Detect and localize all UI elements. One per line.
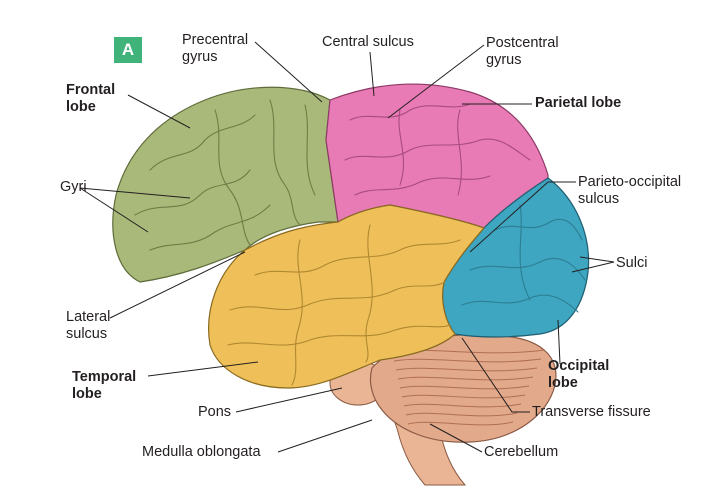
cerebellum-folia	[391, 349, 546, 426]
cerebellum-folium-line	[399, 385, 530, 390]
label-occipital-line1: Occipital	[548, 358, 610, 374]
leader-line	[277, 419, 373, 453]
gyrus-line	[461, 294, 579, 313]
cerebellum-folium-line	[405, 412, 518, 417]
gyrus-line	[254, 239, 461, 276]
leader-line	[235, 387, 343, 413]
leader-lines	[79, 41, 615, 453]
cerebellum-folium-line	[393, 358, 542, 363]
label-lateral-sulcus: Lateral sulcus	[66, 309, 110, 343]
label-lateral-line1: Lateral	[66, 309, 111, 325]
label-precentral-gyrus: Precentral gyrus	[182, 32, 248, 66]
leader-line	[127, 94, 191, 129]
label-temporal-line2: lobe	[72, 386, 102, 402]
leader-line	[369, 51, 375, 97]
gyrus-line	[149, 204, 271, 251]
leader-line	[79, 187, 149, 233]
gyrus-line	[134, 169, 251, 216]
label-frontal-lobe: Frontal lobe	[66, 82, 115, 116]
label-cerebellum: Cerebellum	[484, 444, 559, 460]
gyrus-line	[269, 99, 301, 226]
label-occipital-lobe: Occipital lobe	[548, 358, 609, 392]
panel-letter-badge: A	[114, 37, 142, 63]
leader-line	[429, 423, 483, 453]
gyrus-line	[469, 257, 586, 281]
label-lateral-line2: sulcus	[66, 326, 108, 342]
gyrus-line	[494, 218, 583, 241]
leader-line	[461, 337, 530, 413]
label-parieto-occipital-line2: sulcus	[578, 191, 620, 207]
label-pons: Pons	[198, 404, 232, 420]
gyrus-line	[291, 239, 303, 386]
gyrus-line	[398, 109, 405, 186]
cerebellum-folium-line	[397, 376, 534, 381]
label-temporal-lobe: Temporal lobe	[72, 369, 136, 403]
leader-line	[571, 261, 615, 273]
leader-line	[79, 187, 191, 199]
label-temporal-line1: Temporal	[72, 369, 137, 385]
gyrus-line	[304, 104, 316, 196]
leader-line	[147, 361, 259, 377]
gyrus-line	[214, 109, 251, 246]
label-precentral-line1: Precentral	[182, 32, 249, 48]
leader-line	[254, 41, 323, 103]
label-frontal-line2: lobe	[66, 99, 96, 115]
label-precentral-line2: gyrus	[182, 49, 218, 65]
label-postcentral-line1: Postcentral	[486, 35, 559, 51]
gyri-texture	[134, 99, 586, 386]
gyrus-line	[227, 324, 451, 346]
label-medulla-oblongata: Medulla oblongata	[142, 444, 261, 460]
gyrus-line	[349, 103, 471, 121]
label-central-sulcus: Central sulcus	[322, 34, 414, 50]
leader-line	[109, 251, 246, 319]
gyrus-line	[149, 114, 256, 171]
gyrus-line	[344, 138, 531, 161]
gyrus-line	[519, 204, 531, 301]
label-parieto-occipital-sulcus: Parieto-occipital sulcus	[578, 174, 681, 208]
label-gyri: Gyri	[60, 179, 87, 195]
cerebellum-folium-line	[395, 367, 538, 372]
label-occipital-line2: lobe	[548, 375, 578, 391]
leader-line	[557, 319, 561, 365]
label-parieto-occipital-line1: Parieto-occipital	[578, 174, 682, 190]
label-sulci: Sulci	[616, 255, 648, 271]
gyrus-line	[229, 281, 446, 311]
label-parietal-lobe: Parietal lobe	[535, 95, 622, 111]
gyrus-line	[457, 109, 462, 196]
gyrus-line	[365, 224, 373, 363]
label-postcentral-line2: gyrus	[486, 52, 522, 68]
leader-line	[579, 256, 615, 263]
cerebellum-folium-line	[407, 421, 514, 426]
leader-line	[387, 44, 485, 119]
cerebellum-folium-line	[401, 394, 526, 399]
gyrus-line	[354, 175, 491, 196]
leader-line	[469, 181, 576, 253]
label-postcentral-gyrus: Postcentral gyrus	[486, 35, 559, 69]
label-frontal-line1: Frontal	[66, 82, 116, 98]
label-transverse-fissure: Transverse fissure	[532, 404, 651, 420]
